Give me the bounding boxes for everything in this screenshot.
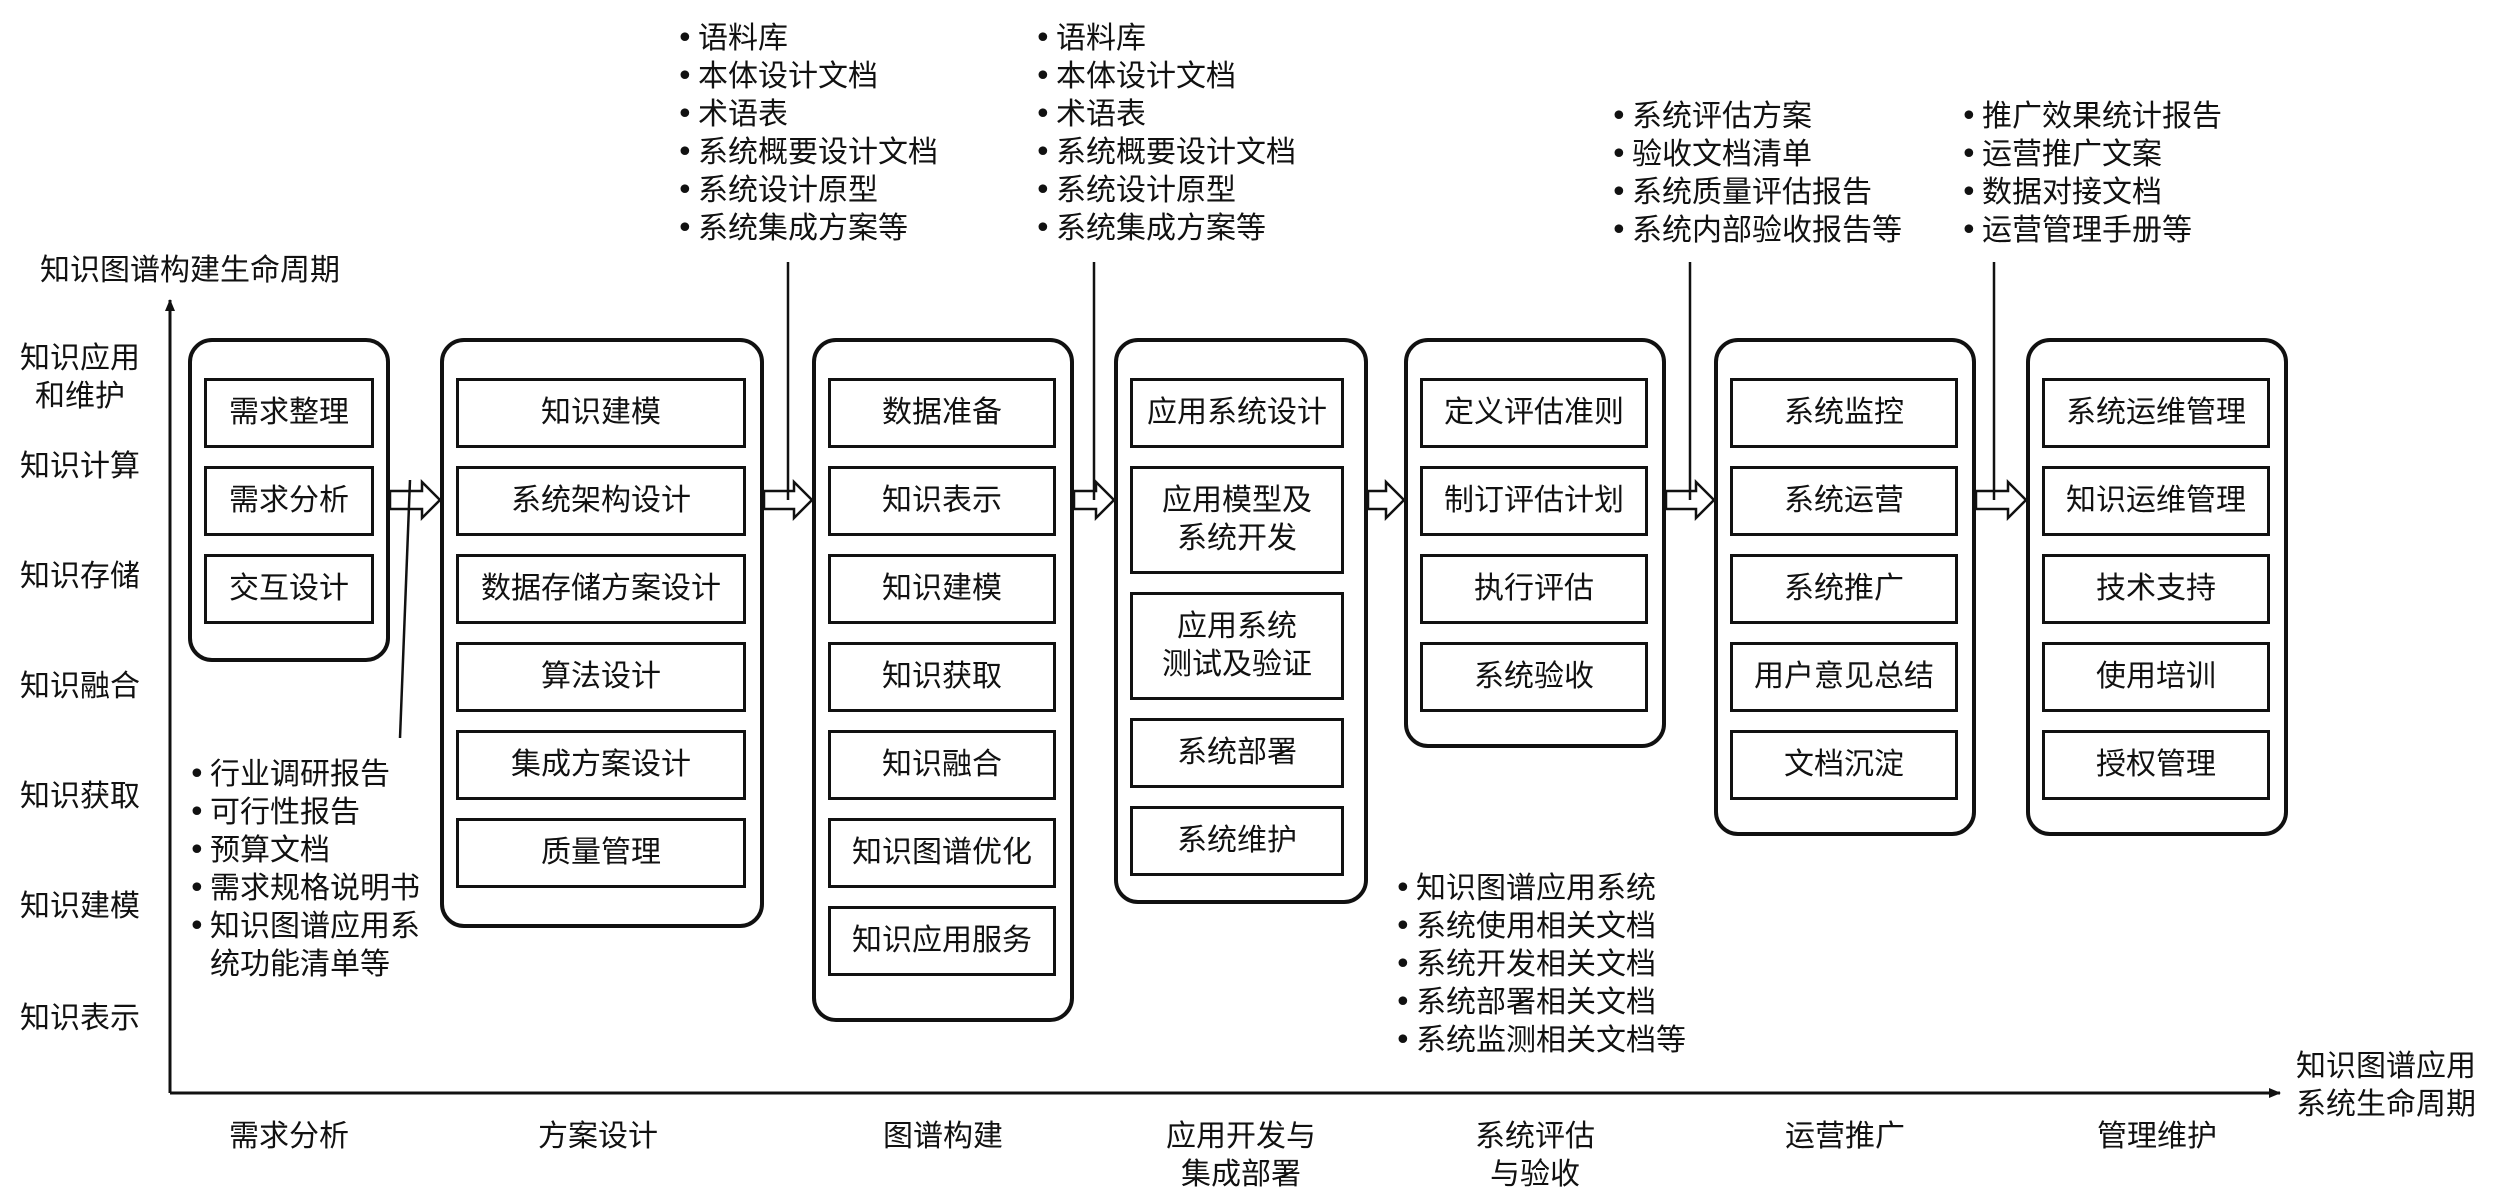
artifact-item: 语料库 [676, 20, 938, 58]
process-step-box: 授权管理 [2042, 730, 2270, 800]
process-step-box: 需求整理 [204, 378, 374, 448]
artifact-item: 本体设计文档 [1034, 58, 1296, 96]
process-step-box: 应用系统 测试及验证 [1130, 592, 1344, 700]
flow-arrow [388, 478, 442, 522]
artifact-item: 系统集成方案等 [676, 210, 938, 248]
artifact-item: 术语表 [1034, 96, 1296, 134]
y-level-label: 知识获取 [20, 779, 140, 814]
process-step-box: 系统运维管理 [2042, 378, 2270, 448]
process-step-box: 系统部署 [1130, 718, 1344, 788]
process-step-box: 制订评估计划 [1420, 466, 1648, 536]
artifact-list-4: 知识图谱应用系统系统使用相关文档系统开发相关文档系统部署相关文档系统监测相关文档… [1394, 870, 1686, 1060]
artifact-item: 系统概要设计文档 [676, 134, 938, 172]
process-step-box: 知识建模 [456, 378, 746, 448]
artifact-item: 知识图谱应用系统 [1394, 870, 1686, 908]
process-step-box: 系统监控 [1730, 378, 1958, 448]
stage-label: 系统评估 与验收 [1475, 1119, 1595, 1192]
stage-label: 方案设计 [538, 1119, 658, 1154]
artifact-item: 系统评估方案 [1610, 98, 1902, 136]
y-level-label: 知识表示 [20, 1001, 140, 1036]
artifact-item: 语料库 [1034, 20, 1296, 58]
artifact-item: 系统部署相关文档 [1394, 984, 1686, 1022]
stage-label: 图谱构建 [883, 1119, 1003, 1154]
process-step-box: 系统运营 [1730, 466, 1958, 536]
flow-arrow [1366, 478, 1406, 522]
artifact-item: 系统监测相关文档等 [1394, 1022, 1686, 1060]
artifact-list-6: 推广效果统计报告运营推广文案数据对接文档运营管理手册等 [1960, 98, 2222, 250]
x-axis-title: 知识图谱应用 系统生命周期 [2296, 1049, 2476, 1122]
artifact-item: 行业调研报告 [188, 756, 420, 794]
process-step-box: 技术支持 [2042, 554, 2270, 624]
artifact-item: 术语表 [676, 96, 938, 134]
process-step-box: 知识图谱优化 [828, 818, 1056, 888]
process-step-box: 知识建模 [828, 554, 1056, 624]
y-level-label: 知识应用 和维护 [20, 341, 140, 414]
artifact-item: 系统设计原型 [676, 172, 938, 210]
artifact-item: 预算文档 [188, 832, 420, 870]
artifact-list-1: 行业调研报告可行性报告预算文档需求规格说明书知识图谱应用系 统功能清单等 [188, 756, 420, 984]
process-step-box: 应用系统设计 [1130, 378, 1344, 448]
flow-arrow [1974, 478, 2028, 522]
artifact-item: 系统集成方案等 [1034, 210, 1296, 248]
process-step-box: 使用培训 [2042, 642, 2270, 712]
process-step-box: 知识运维管理 [2042, 466, 2270, 536]
process-step-box: 系统维护 [1130, 806, 1344, 876]
process-step-box: 知识表示 [828, 466, 1056, 536]
stage-label: 应用开发与 集成部署 [1166, 1119, 1316, 1192]
y-level-label: 知识存储 [20, 559, 140, 594]
artifact-item: 系统开发相关文档 [1394, 946, 1686, 984]
artifact-item: 系统设计原型 [1034, 172, 1296, 210]
artifact-item: 推广效果统计报告 [1960, 98, 2222, 136]
y-level-label: 知识融合 [20, 669, 140, 704]
process-step-box: 交互设计 [204, 554, 374, 624]
y-level-label: 知识建模 [20, 889, 140, 924]
process-step-box: 知识融合 [828, 730, 1056, 800]
artifact-item: 运营管理手册等 [1960, 212, 2222, 250]
process-step-box: 算法设计 [456, 642, 746, 712]
process-step-box: 知识获取 [828, 642, 1056, 712]
process-step-box: 知识应用服务 [828, 906, 1056, 976]
artifact-item: 系统使用相关文档 [1394, 908, 1686, 946]
artifact-item: 系统概要设计文档 [1034, 134, 1296, 172]
process-step-box: 应用模型及 系统开发 [1130, 466, 1344, 574]
y-axis-title: 知识图谱构建生命周期 [40, 253, 340, 288]
process-step-box: 文档沉淀 [1730, 730, 1958, 800]
artifact-list-2: 语料库本体设计文档术语表系统概要设计文档系统设计原型系统集成方案等 [676, 20, 938, 248]
process-step-box: 系统验收 [1420, 642, 1648, 712]
artifact-item: 数据对接文档 [1960, 174, 2222, 212]
artifact-item: 验收文档清单 [1610, 136, 1902, 174]
artifact-item: 本体设计文档 [676, 58, 938, 96]
artifact-item: 运营推广文案 [1960, 136, 2222, 174]
artifact-leader-line [398, 479, 412, 739]
artifact-list-3: 语料库本体设计文档术语表系统概要设计文档系统设计原型系统集成方案等 [1034, 20, 1296, 248]
process-step-box: 集成方案设计 [456, 730, 746, 800]
process-step-box: 系统架构设计 [456, 466, 746, 536]
stage-label: 运营推广 [1785, 1119, 1905, 1154]
artifact-list-5: 系统评估方案验收文档清单系统质量评估报告系统内部验收报告等 [1610, 98, 1902, 250]
artifact-item: 系统内部验收报告等 [1610, 212, 1902, 250]
process-step-box: 执行评估 [1420, 554, 1648, 624]
artifact-item: 需求规格说明书 [188, 870, 420, 908]
y-level-label: 知识计算 [20, 449, 140, 484]
process-step-box: 定义评估准则 [1420, 378, 1648, 448]
artifact-item: 系统质量评估报告 [1610, 174, 1902, 212]
process-step-box: 数据存储方案设计 [456, 554, 746, 624]
process-step-box: 质量管理 [456, 818, 746, 888]
process-step-box: 用户意见总结 [1730, 642, 1958, 712]
process-step-box: 系统推广 [1730, 554, 1958, 624]
artifact-item: 可行性报告 [188, 794, 420, 832]
stage-label: 需求分析 [229, 1119, 349, 1154]
process-step-box: 数据准备 [828, 378, 1056, 448]
artifact-item: 知识图谱应用系 统功能清单等 [188, 908, 420, 984]
stage-label: 管理维护 [2097, 1119, 2217, 1154]
process-step-box: 需求分析 [204, 466, 374, 536]
